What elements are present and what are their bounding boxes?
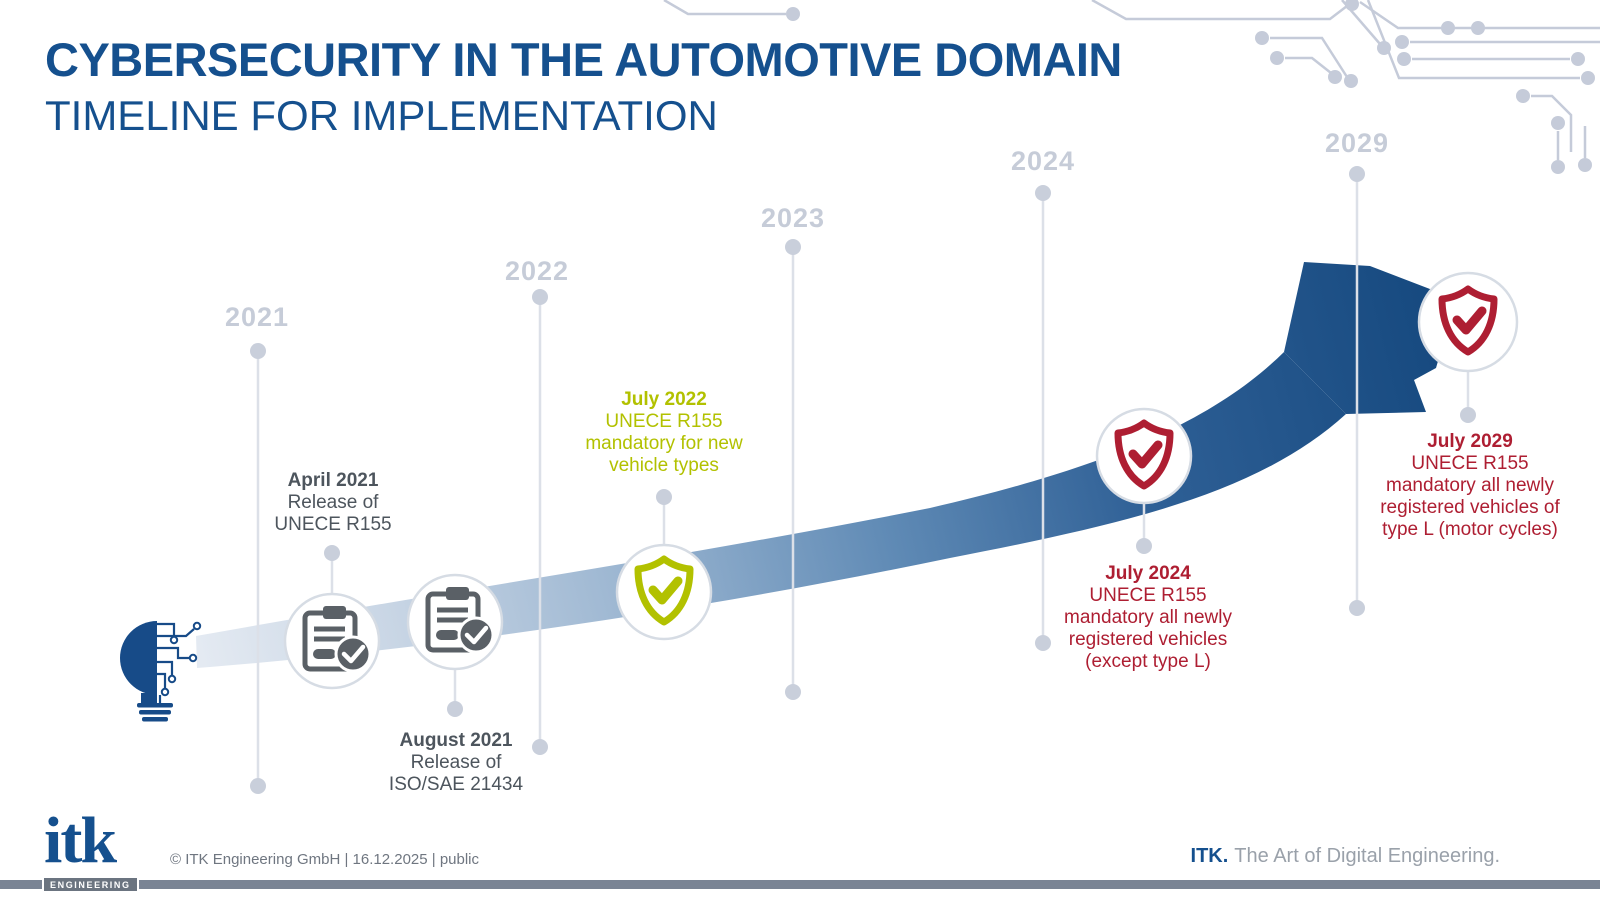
- event-date: August 2021: [399, 730, 513, 751]
- lightbulb-circuit-icon: [120, 621, 202, 722]
- event-line: (except type L): [1085, 651, 1211, 672]
- year-lines: [256, 174, 1359, 786]
- page-title: CYBERSECURITY IN THE AUTOMOTIVE DOMAIN: [45, 33, 1122, 86]
- event-line: UNECE R155: [1089, 585, 1207, 606]
- milestone-stem-dots: [324, 407, 1476, 717]
- event-july-2022: July 2022 UNECE R155 mandatory for new v…: [585, 389, 742, 477]
- event-date: July 2022: [621, 389, 707, 410]
- event-date: April 2021: [287, 470, 379, 491]
- year-label-2022: 2022: [504, 256, 570, 286]
- event-line: mandatory for new: [585, 433, 743, 454]
- event-line: registered vehicles of: [1380, 497, 1560, 518]
- year-label-2023: 2023: [760, 203, 826, 233]
- year-label-2029: 2029: [1324, 128, 1390, 158]
- year-label-2021: 2021: [224, 302, 290, 332]
- event-date: July 2029: [1427, 431, 1513, 452]
- tagline-text: The Art of Digital Engineering.: [1234, 845, 1500, 867]
- event-line: type L (motor cycles): [1382, 519, 1558, 540]
- event-line: mandatory all newly: [1064, 607, 1232, 628]
- footer-bar: [0, 880, 1600, 889]
- event-line: vehicle types: [609, 455, 719, 476]
- event-april-2021: April 2021 Release of UNECE R155: [274, 470, 391, 536]
- event-date: July 2024: [1105, 563, 1191, 584]
- copyright-text: © ITK Engineering GmbH | 16.12.2025 | pu…: [170, 851, 480, 868]
- page-subtitle: TIMELINE FOR IMPLEMENTATION: [45, 92, 718, 139]
- timeline-arrow: [196, 262, 1456, 668]
- event-line: mandatory all newly: [1386, 475, 1554, 496]
- event-july-2024: July 2024 UNECE R155 mandatory all newly…: [1064, 563, 1232, 673]
- brand-tagline: ITK.The Art of Digital Engineering.: [1191, 845, 1500, 868]
- event-august-2021: August 2021 Release of ISO/SAE 21434: [389, 730, 523, 796]
- arrow-head: [1284, 262, 1456, 414]
- itk-logo: itk: [44, 804, 117, 877]
- event-line: UNECE R155: [274, 514, 392, 535]
- event-line: Release of: [287, 492, 379, 513]
- event-line: Release of: [410, 752, 502, 773]
- event-july-2029: July 2029 UNECE R155 mandatory all newly…: [1380, 431, 1560, 541]
- year-label-2024: 2024: [1010, 146, 1076, 176]
- brand-name: ITK.: [1190, 845, 1229, 867]
- event-line: UNECE R155: [1411, 453, 1529, 474]
- event-line: ISO/SAE 21434: [388, 774, 524, 795]
- event-line: registered vehicles: [1068, 629, 1228, 650]
- event-line: UNECE R155: [605, 411, 723, 432]
- itk-logo-engineering-label: ENGINEERING: [42, 876, 139, 893]
- year-line-dots: [250, 166, 1365, 794]
- circuit-decoration: [663, 0, 1600, 174]
